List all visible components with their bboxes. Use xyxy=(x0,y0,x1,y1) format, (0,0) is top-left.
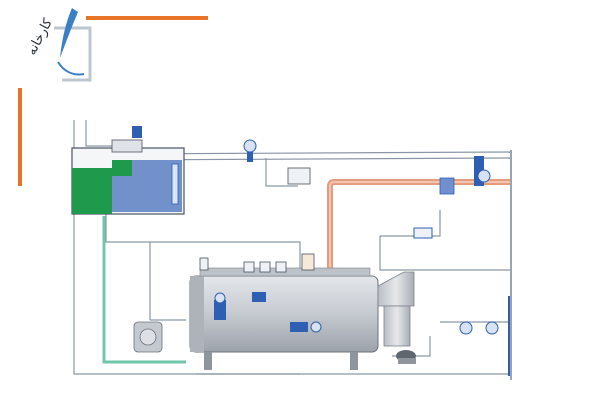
chimney-stack xyxy=(377,271,415,347)
middle-cross-pipe xyxy=(150,241,301,270)
top-valve-2 xyxy=(287,167,311,185)
tank-outlet-pipe xyxy=(105,214,150,243)
right-edge-pipe xyxy=(510,150,512,380)
logo-swoosh-icon xyxy=(57,61,85,76)
valve-blue-2 xyxy=(252,292,266,302)
tank-level-gauge xyxy=(171,163,179,205)
tank-dome xyxy=(111,139,143,153)
steam-valve-assembly xyxy=(439,156,491,195)
top-valve-1 xyxy=(243,139,257,162)
tank-valve xyxy=(132,126,142,138)
burner xyxy=(133,321,163,353)
boiler-front-plate xyxy=(190,276,204,352)
logo-frame xyxy=(54,26,92,82)
vertical-pump-line xyxy=(265,158,298,187)
tank-top-pipe xyxy=(85,120,112,147)
hot-steam-line xyxy=(327,179,512,268)
boiler-right-feed-2 xyxy=(380,210,441,237)
logo-quill-icon xyxy=(60,8,78,58)
valve-blue-3 xyxy=(290,321,322,333)
valve-blue-1 xyxy=(214,292,226,320)
boiler-right-feed xyxy=(379,236,512,271)
condensate-return-line xyxy=(102,216,186,364)
control-valves xyxy=(132,126,499,335)
feed-pump xyxy=(396,350,416,364)
boiler-leg-left xyxy=(204,352,212,370)
boiler-top-fittings xyxy=(199,253,315,273)
right-edge-rail xyxy=(508,296,511,376)
boiler-leg-right xyxy=(350,352,358,370)
gauge-box xyxy=(413,227,433,239)
feedwater-tank xyxy=(71,139,185,215)
right-valve xyxy=(459,321,499,335)
logo-text: کارخانه xyxy=(24,16,56,58)
